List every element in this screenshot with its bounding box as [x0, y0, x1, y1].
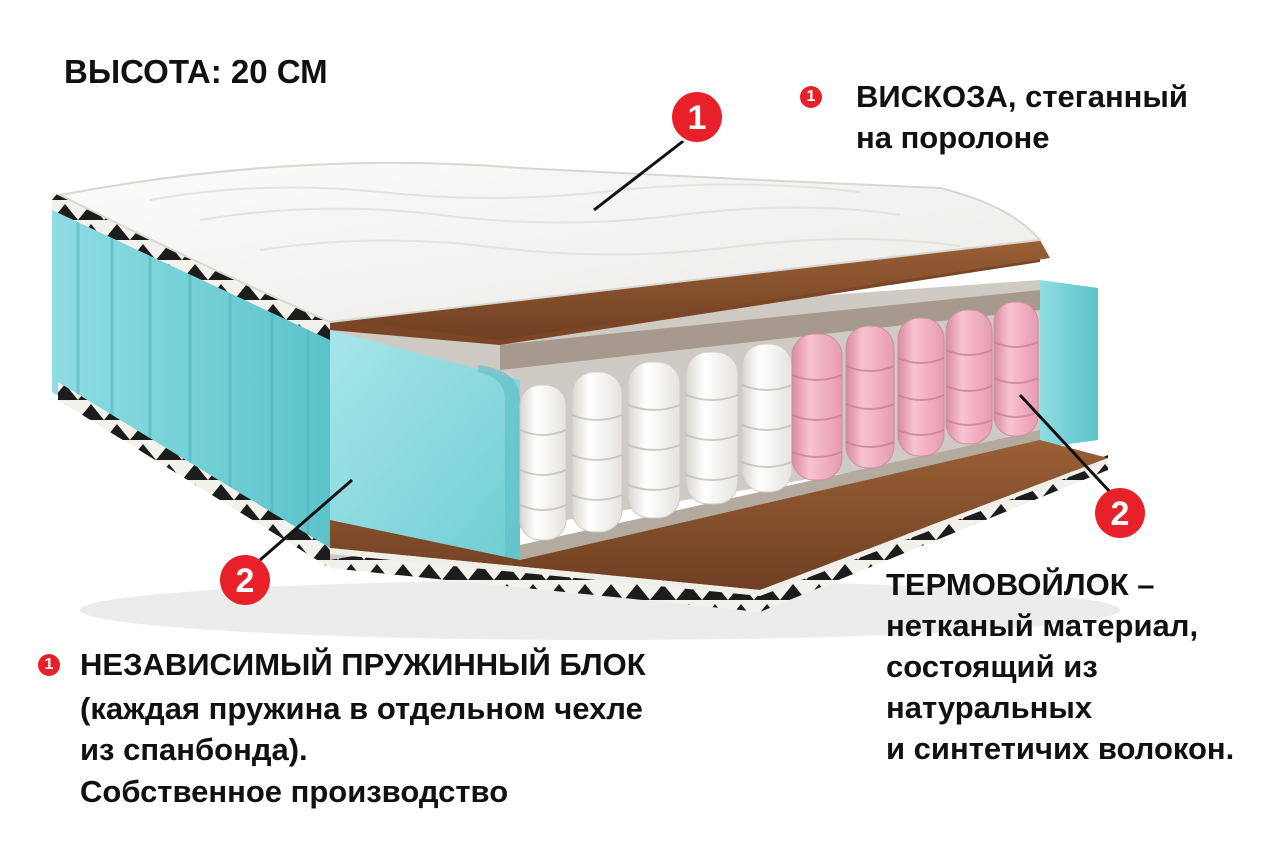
leader-line-1: [593, 130, 696, 212]
side-quilting: [76, 216, 310, 544]
svg-text:2: 2: [236, 562, 255, 600]
caption-bottom-left-line4: Собственное производство: [80, 774, 509, 809]
callout-marker-2-left: 2: [220, 555, 270, 605]
leader-line-2-right: [1018, 393, 1112, 494]
callout-marker-1: 1: [669, 89, 725, 145]
caption-bottom-right-line1: ТЕРМОВОЙЛОК –: [886, 567, 1155, 602]
felt-layer-top: [500, 290, 1040, 370]
top-comfort-layer: [56, 161, 1042, 324]
floor-shadow: [80, 580, 1120, 640]
caption-bottom-left-line3: из спанбонда).: [80, 732, 308, 767]
caption-bottom-right-line2: нетканый материал,: [886, 608, 1199, 643]
caption-bottom-left-line1: НЕЗАВИСИМЫЙ ПРУЖИННЫЙ БЛОК: [80, 647, 646, 682]
caption-top-right-line2: на поролоне: [856, 120, 1050, 155]
spring-white: [519, 343, 793, 541]
badge-bottom-left: 1: [38, 654, 60, 676]
caption-top-right-line1: ВИСКОЗА, стеганный: [856, 79, 1188, 114]
leader-line-2-left: [259, 478, 353, 562]
coconut-layer-top: [330, 240, 1050, 340]
caption-bottom-right-line4: натуральных: [886, 690, 1093, 725]
badge-top-right: 1: [800, 86, 822, 108]
svg-text:2: 2: [1111, 495, 1130, 533]
coconut-layer-bottom: [330, 440, 1108, 590]
front-foam-block: [330, 330, 520, 560]
caption-bottom-right-line3: состоящий из: [886, 649, 1098, 684]
callout-marker-2-right: 2: [1095, 488, 1145, 538]
caption-bottom-left-line2: (каждая пружина в отдельном чехле: [80, 691, 643, 726]
bottom-border-tape: [58, 382, 1108, 612]
svg-text:1: 1: [688, 99, 707, 137]
right-foam-block: [1040, 280, 1098, 448]
caption-bottom-right-line5: и синтетичих волокон.: [886, 731, 1235, 766]
height-label: ВЫСОТА: 20 СМ: [64, 53, 328, 90]
top-border-tape: [52, 192, 330, 340]
